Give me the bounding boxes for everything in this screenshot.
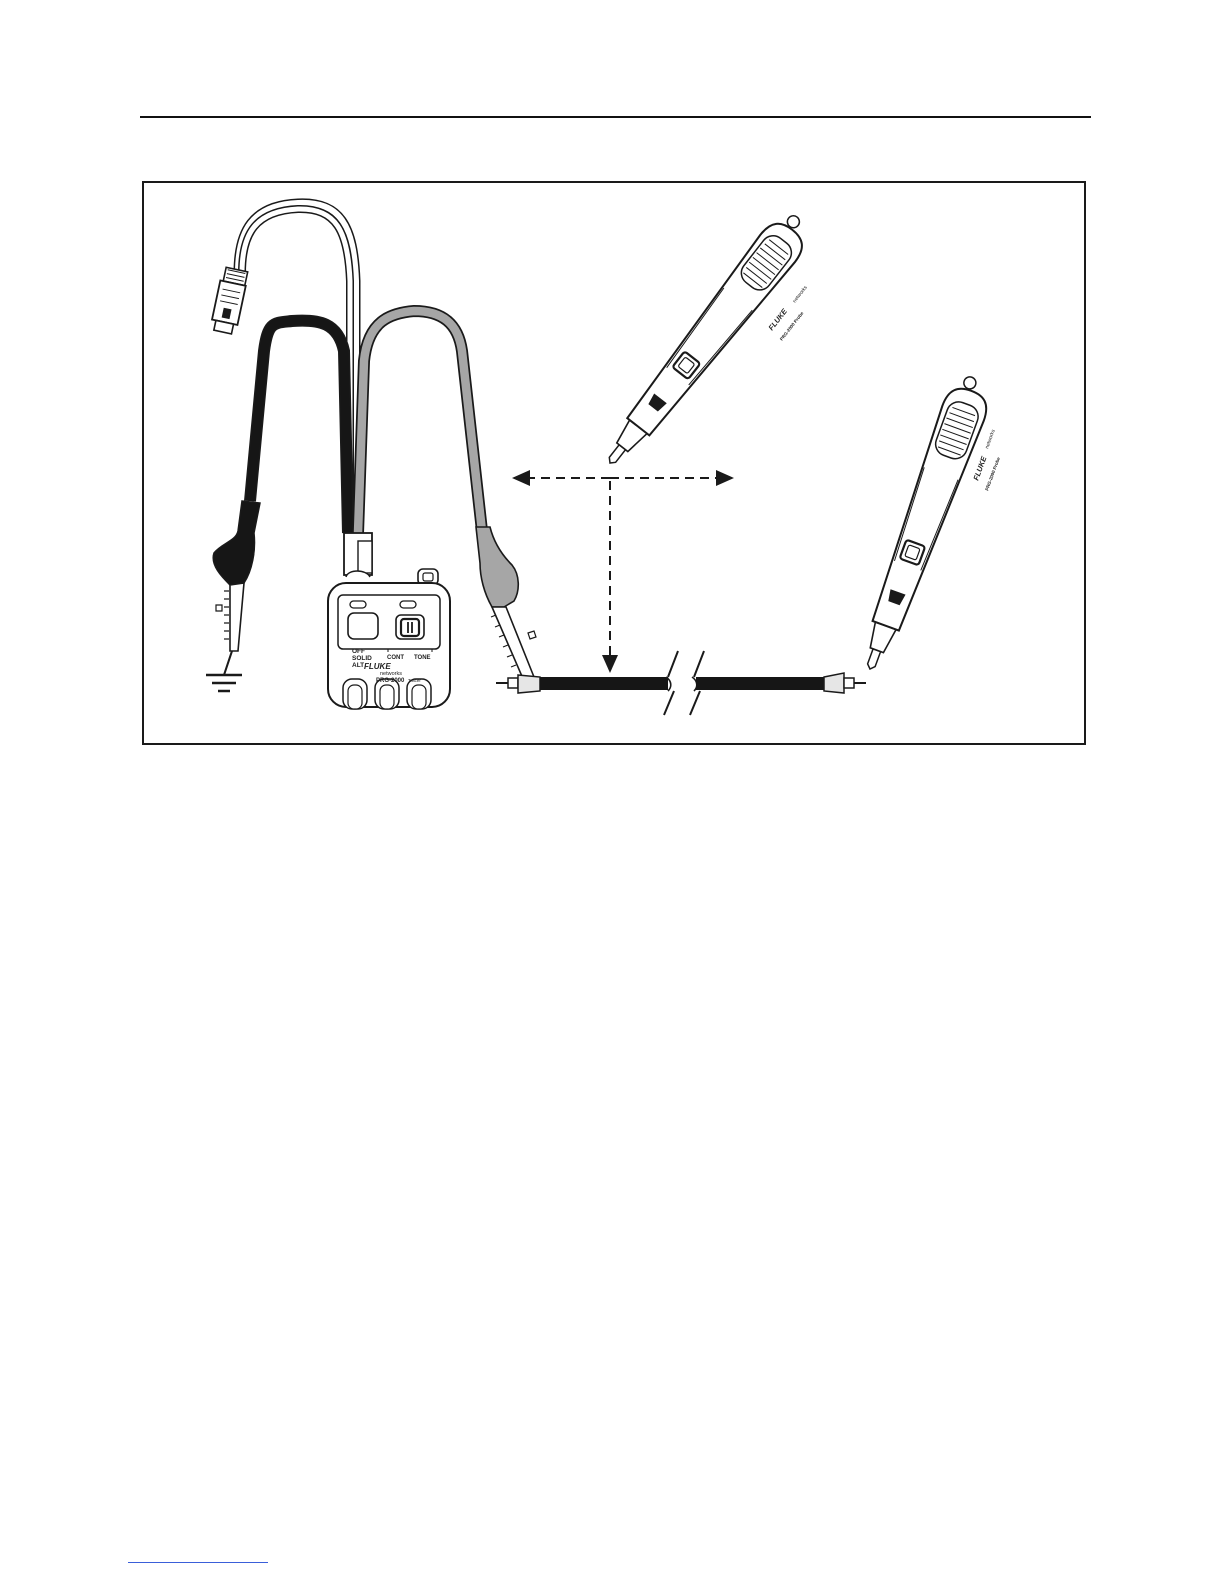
generator-model: PRG-2000 [376, 678, 405, 684]
mode-label-cont: CONT [387, 655, 404, 661]
switch-position-off: OFF [352, 648, 365, 655]
diagram-canvas: OFF SOLID ALT CONT TONE FLUKE networks P… [142, 181, 1086, 745]
generator-brand: FLUKE [364, 662, 391, 671]
mode-label-tone: TONE [414, 655, 431, 661]
generator-model-suffix: Tracer [408, 678, 421, 683]
switch-position-solid: SOLID [352, 655, 372, 662]
footer-link-underline [128, 1562, 268, 1563]
generator-brand-sub: networks [380, 671, 402, 677]
switch-position-alt: ALT [352, 662, 364, 669]
power-switch [348, 613, 378, 639]
tone-tracing-figure: OFF SOLID ALT CONT TONE FLUKE networks P… [142, 181, 1086, 745]
header-rule [140, 116, 1091, 118]
